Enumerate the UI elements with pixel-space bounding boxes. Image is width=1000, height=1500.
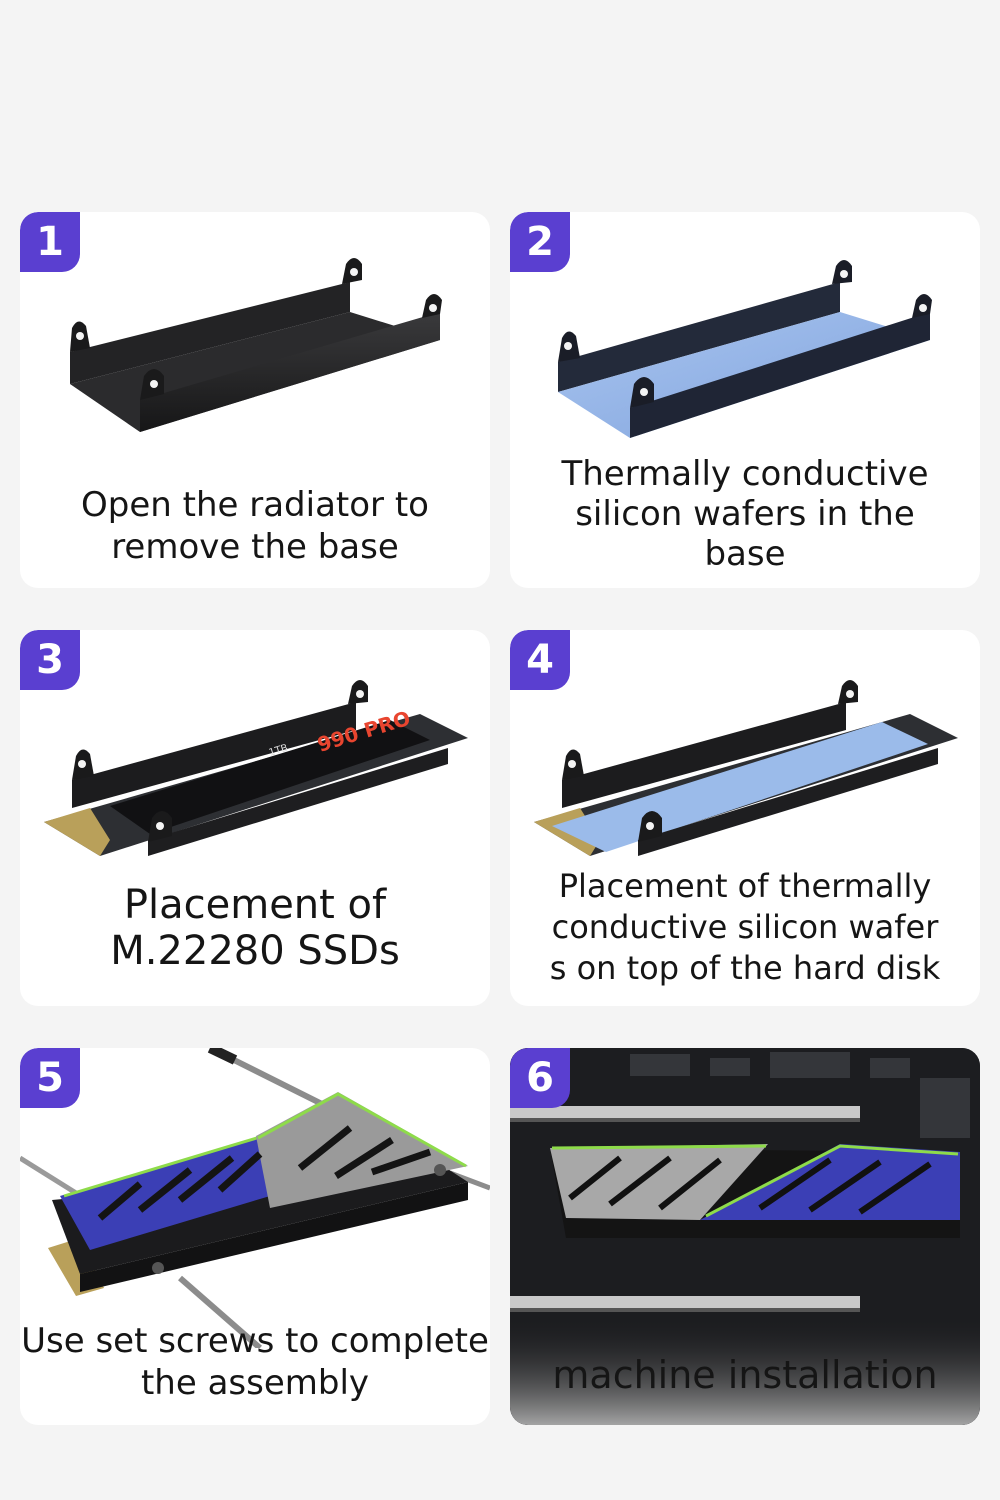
step-badge: 6 [510, 1048, 570, 1108]
ssd-in-base-tray-illustration: 990 PRO 1TB [44, 680, 468, 856]
step-card-5: 5 Use set screws to complete the [20, 1048, 490, 1425]
ssd-with-top-thermal-pad-illustration [534, 680, 958, 856]
step-caption: Placement of M.22280 SSDs [110, 882, 400, 974]
step-caption: Thermally conductive silicon wafers in t… [561, 454, 929, 574]
step-card-1: 1 Open the radiator to remove the base [20, 212, 490, 588]
step-badge: 3 [20, 630, 80, 690]
black-metal-base-tray-illustration [70, 258, 442, 432]
step-card-6: 6 [510, 1048, 980, 1425]
step-badge: 5 [20, 1048, 80, 1108]
step-card-3: 3 990 PRO 1TB Placement of M.22280 SSDs [20, 630, 490, 1006]
step-caption: Use set screws to complete the assembly [21, 1321, 489, 1403]
step-badge: 1 [20, 212, 80, 272]
step-card-2: 2 Thermally conductive silicon wafers in… [510, 212, 980, 588]
step-caption: Open the radiator to remove the base [81, 485, 429, 567]
step-caption: Placement of thermally conductive silico… [549, 867, 941, 987]
base-tray-with-blue-thermal-pad-illustration [558, 260, 932, 438]
step-card-4: 4 Placement of thermally conductive sili… [510, 630, 980, 1006]
step-badge: 4 [510, 630, 570, 690]
heatsink-assembly-with-screwdrivers-illustration [20, 1048, 490, 1348]
heatsink-on-motherboard-illustration [510, 1048, 980, 1425]
step-badge: 2 [510, 212, 570, 272]
ssd-capacity-label: 1TB [268, 743, 290, 759]
step-caption: machine installation [552, 1353, 938, 1397]
